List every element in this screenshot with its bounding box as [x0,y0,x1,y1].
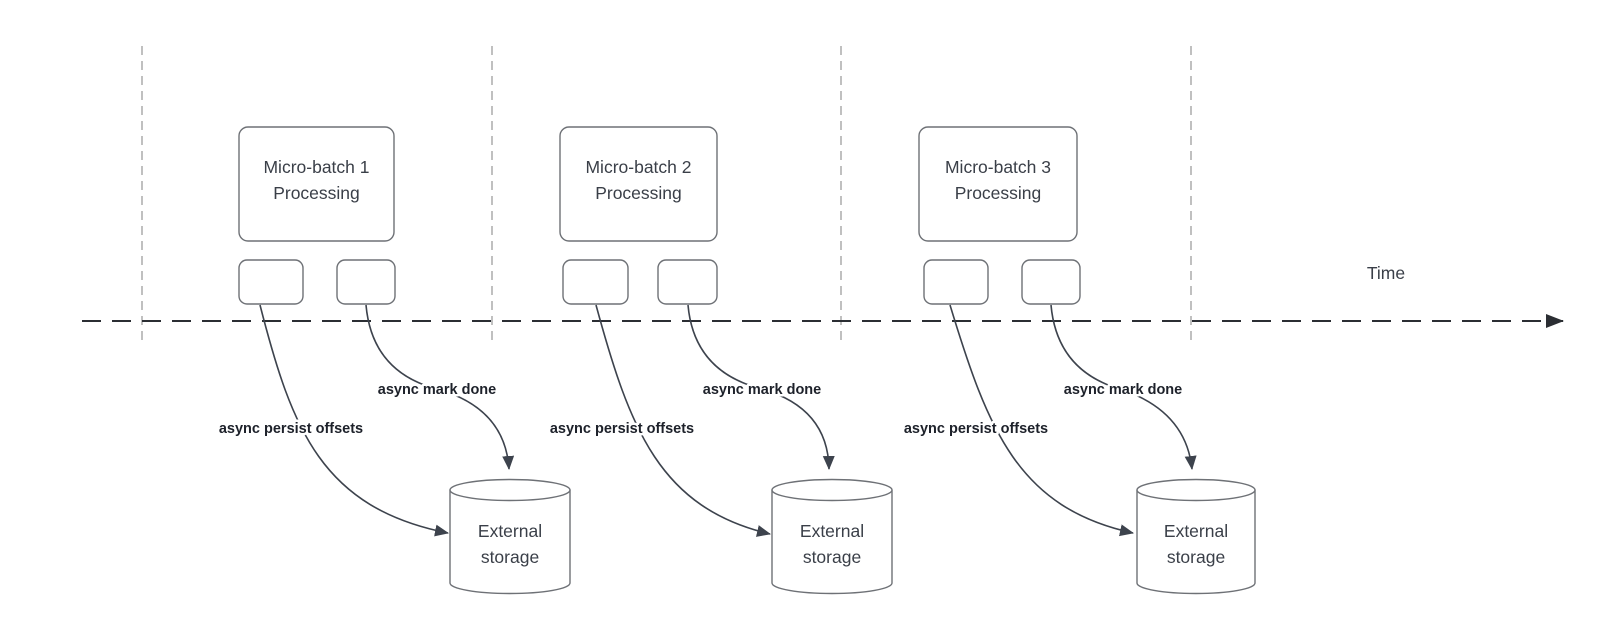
batch-group-1: Micro-batch 1 Processing async persist o… [216,126,571,595]
cylinder-rim [449,489,571,502]
micro-batch-1-label-line2: Processing [273,183,360,203]
batch-3-persist-offsets-label: async persist offsets [904,421,1048,437]
batch-2-persist-offsets-arrow [595,304,771,537]
batch-2-storage-label-line1: External [800,521,864,541]
micro-batch-2-label-line2: Processing [595,183,682,203]
micro-batch-3-label-line1: Micro-batch 3 [945,157,1051,177]
cylinder-rim [1136,489,1256,502]
cylinder-body [771,478,893,595]
batch-2-commit-task-box [657,259,718,305]
micro-batch-3-box [918,126,1078,242]
interval-guides [141,46,1192,341]
batch-3-mark-done-arrow [1050,304,1197,470]
batch-2-mark-done-arrow [687,304,835,470]
batch-2-mark-done-label: async mark done [703,382,821,398]
time-axis-label: Time [1367,263,1405,283]
batch-3-offsets-task-box [923,259,989,305]
batch-3-commit-task-box [1021,259,1081,305]
cylinder-body [449,478,571,595]
micro-batch-2-box [559,126,718,242]
batch-3-storage-label-line1: External [1164,521,1228,541]
batch-1-commit-task-box [336,259,396,305]
cylinder-rim [771,489,893,502]
batch-1-mark-done-arrow [365,304,515,470]
batch-3-storage-label-line2: storage [1167,547,1225,567]
micro-batch-2-label-line1: Micro-batch 2 [585,157,691,177]
batch-3-persist-offsets-arrow [949,304,1134,537]
batch-3-external-storage-cylinder: External storage [1136,478,1256,595]
batch-1-persist-offsets-label: async persist offsets [219,421,363,437]
batch-1-storage-label-line1: External [478,521,542,541]
batch-group-2: Micro-batch 2 Processing async persist o… [547,126,893,595]
batch-2-offsets-task-box [562,259,629,305]
batch-1-external-storage-cylinder: External storage [449,478,571,595]
batch-2-external-storage-cylinder: External storage [771,478,893,595]
micro-batch-3-label-line2: Processing [955,183,1042,203]
batch-1-persist-offsets-arrow [259,304,449,537]
batch-2-storage-label-line2: storage [803,547,861,567]
batch-1-offsets-task-box [238,259,304,305]
time-axis: Time [82,263,1564,328]
batch-1-storage-label-line2: storage [481,547,539,567]
micro-batch-1-label-line1: Micro-batch 1 [263,157,369,177]
batch-1-mark-done-label: async mark done [378,382,496,398]
micro-batch-1-box [238,126,395,242]
batch-3-mark-done-label: async mark done [1064,382,1182,398]
batch-2-persist-offsets-label: async persist offsets [550,421,694,437]
cylinder-body [1136,478,1256,595]
batch-group-3: Micro-batch 3 Processing async persist o… [901,126,1256,595]
